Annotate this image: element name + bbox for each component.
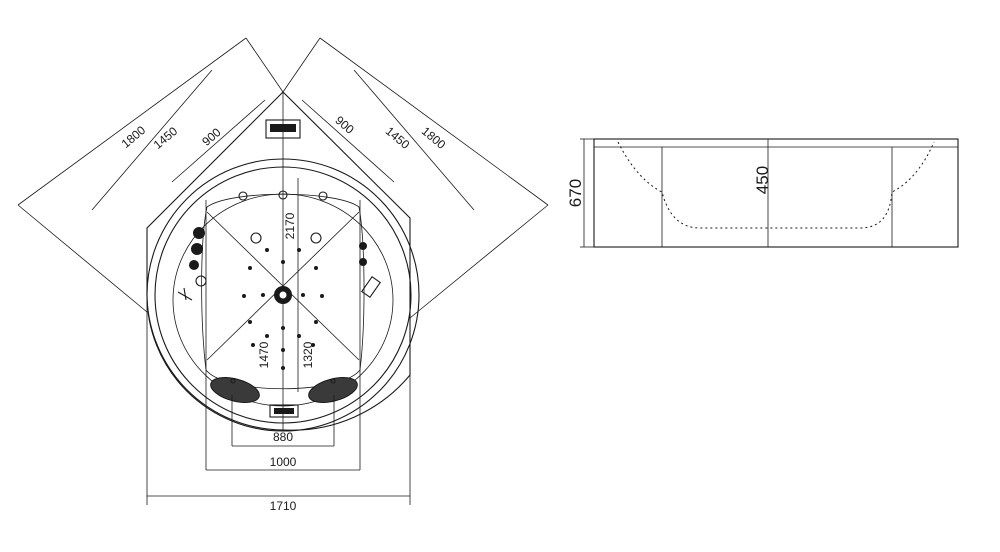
jet — [310, 232, 322, 244]
jet — [248, 320, 252, 324]
jet — [242, 294, 246, 298]
jet — [265, 334, 269, 338]
jet — [278, 190, 288, 200]
jet — [314, 266, 318, 270]
overflow-panel — [274, 408, 294, 414]
dim-670: 670 — [566, 179, 585, 207]
dim-left-900: 900 — [199, 125, 224, 149]
jets-group — [230, 190, 336, 384]
handle-icon — [360, 275, 382, 299]
jet — [314, 320, 318, 324]
dim-1000: 1000 — [270, 455, 297, 469]
dim-1710: 1710 — [270, 499, 297, 513]
dim-450: 450 — [753, 166, 772, 194]
jet — [281, 326, 285, 330]
dim-lines-left — [17, 37, 284, 313]
jet — [238, 191, 248, 201]
jet — [311, 343, 315, 347]
dim-left-1800: 1800 — [119, 123, 149, 151]
headrest-right — [308, 377, 358, 403]
drain-center — [279, 291, 287, 299]
overflow-box — [269, 404, 299, 418]
dim-lines-right — [282, 37, 549, 319]
faucet-icon — [177, 287, 193, 301]
side-outline — [593, 138, 959, 248]
dim-left-1450: 1450 — [151, 124, 181, 152]
jet — [250, 232, 262, 244]
dim-880: 880 — [273, 430, 293, 444]
jet — [320, 294, 324, 298]
dim-1470: 1470 — [257, 341, 271, 368]
jet — [318, 191, 328, 201]
top-view-labels: 1800 1450 900 900 1450 1800 2170 1470 13… — [119, 113, 449, 513]
side-view-labels: 670 450 — [566, 166, 772, 207]
left-controls — [177, 227, 207, 301]
jet — [230, 378, 236, 384]
control-box-panel — [270, 124, 296, 132]
control-knob-1 — [193, 227, 205, 239]
dim-2170: 2170 — [283, 212, 297, 239]
control-box — [265, 119, 301, 139]
dim-right-1450: 1450 — [383, 124, 413, 152]
top-view — [17, 37, 549, 505]
jet — [251, 343, 255, 347]
control-knob-2 — [191, 243, 203, 255]
right-accessories — [359, 242, 382, 299]
basin-profile — [617, 141, 935, 229]
jet — [261, 293, 265, 297]
jet — [281, 366, 285, 370]
jet — [330, 378, 336, 384]
tub-outline — [146, 91, 411, 431]
dim-1320: 1320 — [301, 341, 315, 368]
jet — [281, 260, 285, 264]
control-knob-4 — [195, 275, 207, 287]
side-view — [580, 138, 959, 248]
jet — [301, 293, 305, 297]
right-jet-2 — [359, 258, 367, 266]
jet — [248, 266, 252, 270]
jet — [281, 348, 285, 352]
jet — [265, 248, 269, 252]
right-jet-1 — [359, 242, 367, 250]
dim-right-900: 900 — [332, 113, 357, 137]
dim-right-1800: 1800 — [419, 124, 449, 152]
control-knob-3 — [189, 260, 199, 270]
